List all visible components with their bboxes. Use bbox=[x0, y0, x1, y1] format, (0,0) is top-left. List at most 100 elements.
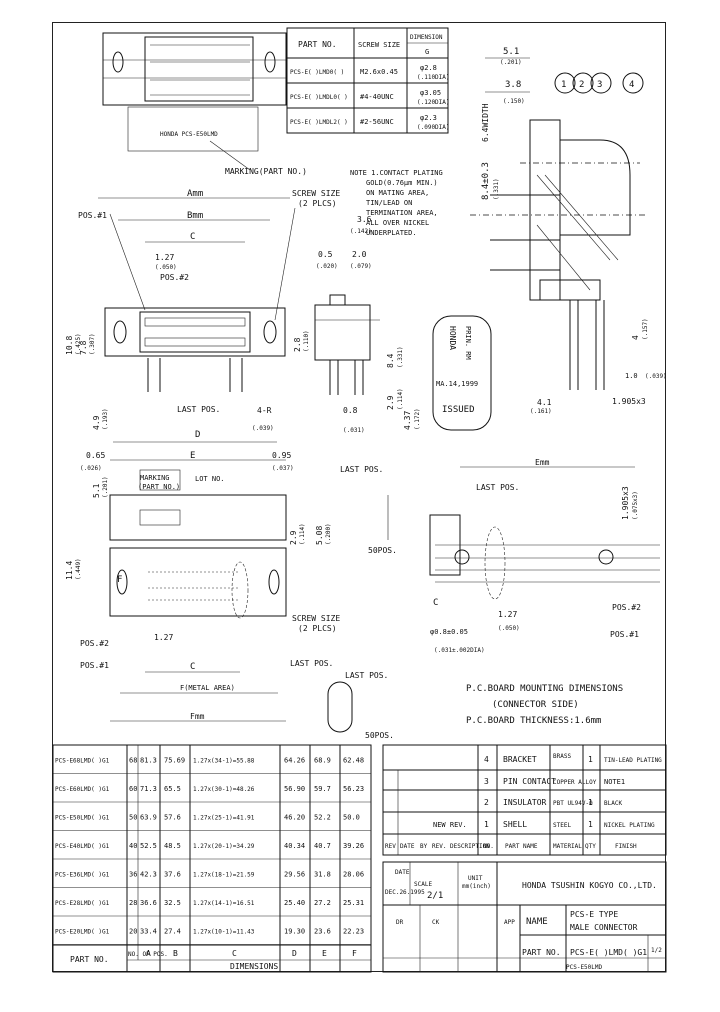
svg-text:2.9: 2.9 bbox=[289, 530, 298, 545]
svg-text:1: 1 bbox=[588, 755, 593, 764]
svg-text:PART NAME: PART NAME bbox=[505, 843, 538, 850]
svg-text:Bmm: Bmm bbox=[187, 211, 203, 221]
dim-cell-e: 27.2 bbox=[314, 899, 331, 907]
svg-text:(.114): (.114) bbox=[299, 523, 306, 545]
svg-text:PIN CONTACT: PIN CONTACT bbox=[503, 777, 556, 786]
dim-cell-pos: 68 bbox=[129, 756, 137, 764]
svg-text:(.150): (.150) bbox=[503, 98, 525, 105]
svg-text:(.172): (.172) bbox=[414, 408, 421, 430]
balloon-1 bbox=[554, 72, 576, 94]
table-header-part: PART NO. bbox=[298, 40, 337, 49]
svg-text:C: C bbox=[190, 662, 195, 672]
dim-cell-a: 63.9 bbox=[140, 813, 157, 821]
svg-text:C: C bbox=[433, 598, 438, 608]
svg-text:UNIT: UNIT bbox=[468, 875, 483, 882]
svg-text:HONDA: HONDA bbox=[448, 326, 457, 350]
svg-text:INSULATOR: INSULATOR bbox=[503, 798, 547, 807]
svg-text:NICKEL PLATING: NICKEL PLATING bbox=[604, 822, 655, 829]
marking-note: MARKING(PART NO.) bbox=[225, 167, 307, 176]
svg-text:CK: CK bbox=[432, 919, 440, 926]
svg-text:(.037): (.037) bbox=[272, 465, 294, 472]
svg-text:8.4: 8.4 bbox=[386, 353, 395, 368]
svg-text:PRIN. RM: PRIN. RM bbox=[464, 326, 472, 360]
svg-text:2.0: 2.0 bbox=[352, 250, 367, 259]
svg-text:(.020): (.020) bbox=[316, 263, 338, 270]
svg-text:(.075x3): (.075x3) bbox=[632, 491, 639, 520]
svg-text:SCREW SIZE: SCREW SIZE bbox=[292, 614, 340, 623]
dim-cell-a: 42.3 bbox=[140, 870, 157, 878]
svg-text:NOTE1: NOTE1 bbox=[604, 778, 625, 786]
svg-text:REV. DESCRIPTION: REV. DESCRIPTION bbox=[432, 843, 490, 850]
svg-text:0.95: 0.95 bbox=[272, 451, 291, 460]
svg-text:BRASS: BRASS bbox=[553, 753, 571, 760]
svg-text:LAST POS.: LAST POS. bbox=[290, 659, 333, 668]
svg-text:(.079): (.079) bbox=[350, 263, 372, 270]
svg-text:3: 3 bbox=[597, 80, 602, 90]
svg-text:LAST POS.: LAST POS. bbox=[177, 405, 220, 414]
dim-cell-b: 32.5 bbox=[164, 899, 181, 907]
svg-text:2: 2 bbox=[484, 798, 489, 807]
svg-text:MA.14,1999: MA.14,1999 bbox=[436, 380, 478, 388]
svg-text:POS.#2: POS.#2 bbox=[612, 603, 641, 612]
svg-text:(.200): (.200) bbox=[325, 523, 332, 545]
svg-text:DATE: DATE bbox=[400, 843, 415, 850]
svg-text:0.8: 0.8 bbox=[343, 406, 358, 415]
svg-text:1.0: 1.0 bbox=[625, 372, 638, 380]
dim-cell-e: 23.6 bbox=[314, 927, 331, 935]
dim-cell-b: 37.6 bbox=[164, 870, 181, 878]
svg-text:(.039): (.039) bbox=[645, 373, 667, 380]
svg-text:TERMINATION AREA,: TERMINATION AREA, bbox=[366, 209, 438, 217]
svg-text:1: 1 bbox=[588, 820, 593, 829]
parts-list: 4 BRACKET BRASS 1 TIN-LEAD PLATING 3 PIN… bbox=[382, 744, 667, 856]
svg-text:1.27: 1.27 bbox=[154, 633, 173, 642]
svg-text:ALL OVER NICKEL: ALL OVER NICKEL bbox=[366, 219, 429, 227]
dim-header-2: A bbox=[146, 949, 151, 958]
svg-text:POS.#2: POS.#2 bbox=[80, 639, 109, 648]
dim-cell-part: PCS-E20LMD( )G1 bbox=[55, 928, 110, 935]
svg-text:1: 1 bbox=[484, 820, 489, 829]
svg-text:POS.#1: POS.#1 bbox=[610, 630, 639, 639]
bottom-view: E 0.65 (.026) 0.95 (.037) MARKING (PART … bbox=[65, 451, 340, 722]
table-row-g: φ2.3 bbox=[420, 114, 437, 122]
table-row-screw: #4-40UNC bbox=[360, 93, 394, 101]
svg-text:50POS.: 50POS. bbox=[368, 546, 397, 555]
svg-text:FINISH: FINISH bbox=[615, 843, 637, 850]
svg-text:3.6: 3.6 bbox=[357, 215, 372, 224]
svg-text:STEEL: STEEL bbox=[553, 822, 571, 829]
front-view: Amm Bmm C 1.27 (.050) POS.#2 POS.#1 SCRE… bbox=[65, 189, 340, 443]
svg-text:DEC.26.1995: DEC.26.1995 bbox=[385, 889, 425, 896]
balloon-2 bbox=[572, 72, 594, 94]
dim-cell-pos: 36 bbox=[129, 870, 137, 878]
svg-text:F(METAL AREA): F(METAL AREA) bbox=[180, 684, 235, 692]
svg-text:PCS-E( )LMD( )G1: PCS-E( )LMD( )G1 bbox=[570, 948, 647, 957]
svg-text:(.331): (.331) bbox=[397, 346, 404, 368]
svg-text:F: F bbox=[117, 575, 122, 585]
dim-cell-a: 71.3 bbox=[140, 785, 157, 793]
svg-text:TIN-LEAD PLATING: TIN-LEAD PLATING bbox=[604, 757, 662, 764]
svg-text:PART NO.: PART NO. bbox=[522, 948, 561, 957]
svg-text:PCS-E50LMD: PCS-E50LMD bbox=[566, 964, 603, 971]
svg-text:POS.#1: POS.#1 bbox=[78, 211, 107, 220]
svg-text:(.193): (.193) bbox=[102, 408, 109, 430]
svg-text:HONDA TSUSHIN KOGYO CO.,LTD.: HONDA TSUSHIN KOGYO CO.,LTD. bbox=[522, 881, 657, 890]
svg-text:TIN/LEAD ON: TIN/LEAD ON bbox=[366, 199, 412, 207]
svg-text:COPPER ALLOY: COPPER ALLOY bbox=[553, 779, 597, 786]
svg-text:2.8: 2.8 bbox=[293, 337, 302, 352]
dim-cell-d: 29.56 bbox=[284, 870, 305, 878]
svg-text:SCREW SIZE: SCREW SIZE bbox=[292, 189, 340, 198]
svg-text:1/2: 1/2 bbox=[651, 947, 662, 954]
dim-cell-b: 65.5 bbox=[164, 785, 181, 793]
svg-text:DR: DR bbox=[396, 919, 404, 926]
svg-text:1: 1 bbox=[561, 80, 566, 90]
svg-text:POS.#2: POS.#2 bbox=[160, 273, 189, 282]
dim-cell-d: 46.20 bbox=[284, 813, 305, 821]
svg-text:POS.#1: POS.#1 bbox=[80, 661, 109, 670]
dim-cell-b: 75.69 bbox=[164, 756, 185, 764]
svg-text:BY: BY bbox=[420, 843, 428, 850]
svg-text:(.026): (.026) bbox=[80, 465, 102, 472]
svg-text:P.C.BOARD THICKNESS:1.6mm: P.C.BOARD THICKNESS:1.6mm bbox=[466, 716, 601, 726]
svg-text:4: 4 bbox=[629, 80, 634, 90]
contact-plating-note: NOTE 1.CONTACT PLATING GOLD(0.76μm MIN.)… bbox=[350, 169, 443, 237]
svg-text:NEW REV.: NEW REV. bbox=[433, 821, 467, 829]
svg-text:5.1: 5.1 bbox=[92, 483, 101, 498]
